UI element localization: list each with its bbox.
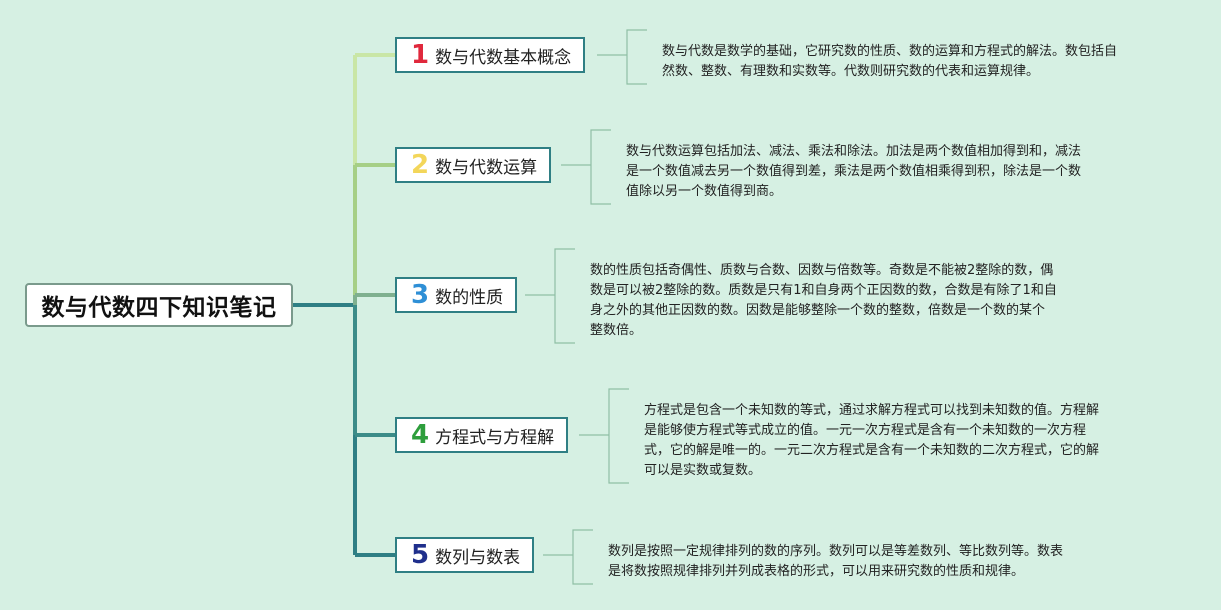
branch-label-3: 数的性质 bbox=[435, 287, 504, 308]
branch-number-3: 3 bbox=[411, 280, 430, 310]
branch-desc-4: 方程式是包含一个未知数的等式，通过求解方程式可以找到未知数的值。方程解 是能够使… bbox=[644, 401, 1099, 481]
branch-number-5: 5 bbox=[411, 540, 430, 570]
desc-line: 身之外的其他正因数的数。因数是能够整除一个数的整数，倍数是一个数的某个 bbox=[590, 303, 1046, 318]
branch-label-4: 方程式与方程解 bbox=[435, 427, 555, 448]
desc-line: 可以是实数或复数。 bbox=[644, 463, 762, 478]
desc-line: 是将数按照规律排列并列成表格的形式，可以用来研究数的性质和规律。 bbox=[608, 564, 1025, 579]
desc-line: 数的性质包括奇偶性、质数与合数、因数与倍数等。奇数是不能被2整除的数，偶 bbox=[590, 263, 1054, 278]
branch-desc-1: 数与代数是数学的基础，它研究数的性质、数的运算和方程式的解法。数包括自 然数、整… bbox=[662, 42, 1117, 82]
branch-label-1: 数与代数基本概念 bbox=[435, 47, 572, 68]
branch-number-2: 2 bbox=[411, 150, 430, 180]
branch-node-3[interactable]: 3 数的性质 bbox=[395, 277, 518, 313]
desc-line: 式，它的解是唯一的。一元二次方程式是含有一个未知数的二次方程式，它的解 bbox=[644, 443, 1100, 458]
desc-line: 整数倍。 bbox=[590, 323, 643, 338]
desc-bracket-5 bbox=[572, 529, 593, 585]
desc-line: 数与代数是数学的基础，它研究数的性质、数的运算和方程式的解法。数包括自 bbox=[662, 44, 1118, 59]
root-title: 数与代数四下知识笔记 bbox=[41, 295, 277, 321]
branch-desc-5: 数列是按照一定规律排列的数的序列。数列可以是等差数列、等比数列等。数表 是将数按… bbox=[608, 542, 1063, 582]
desc-line: 值除以另一个数值得到商。 bbox=[626, 184, 783, 199]
branch-node-4[interactable]: 4 方程式与方程解 bbox=[395, 417, 569, 453]
desc-bracket-2 bbox=[590, 129, 611, 205]
desc-bracket-1 bbox=[626, 29, 647, 85]
desc-line: 是能够使方程式等式成立的值。一元一次方程式是含有一个未知数的一次方程 bbox=[644, 423, 1087, 438]
desc-line: 数是可以被2整除的数。质数是只有1和自身两个正因数的数，合数是有除了1和自 bbox=[590, 283, 1057, 298]
branch-desc-3: 数的性质包括奇偶性、质数与合数、因数与倍数等。奇数是不能被2整除的数，偶 数是可… bbox=[590, 261, 1057, 341]
desc-line: 数与代数运算包括加法、减法、乘法和除法。加法是两个数值相加得到和，减法 bbox=[626, 144, 1082, 159]
root-node[interactable]: 数与代数四下知识笔记 bbox=[25, 283, 293, 327]
branch-node-1[interactable]: 1 数与代数基本概念 bbox=[395, 37, 586, 73]
branch-number-4: 4 bbox=[411, 420, 430, 450]
desc-line: 然数、整数、有理数和实数等。代数则研究数的代表和运算规律。 bbox=[662, 64, 1040, 79]
desc-line: 数列是按照一定规律排列的数的序列。数列可以是等差数列、等比数列等。数表 bbox=[608, 544, 1064, 559]
branch-number-1: 1 bbox=[411, 40, 430, 70]
branch-label-5: 数列与数表 bbox=[435, 547, 521, 568]
branch-desc-2: 数与代数运算包括加法、减法、乘法和除法。加法是两个数值相加得到和，减法 是一个数… bbox=[626, 142, 1081, 202]
desc-bracket-3 bbox=[554, 248, 575, 344]
branch-node-5[interactable]: 5 数列与数表 bbox=[395, 537, 535, 573]
branch-node-2[interactable]: 2 数与代数运算 bbox=[395, 147, 552, 183]
branch-label-2: 数与代数运算 bbox=[435, 157, 538, 178]
desc-line: 方程式是包含一个未知数的等式，通过求解方程式可以找到未知数的值。方程解 bbox=[644, 403, 1100, 418]
desc-line: 是一个数值减去另一个数值得到差，乘法是两个数值相乘得到积，除法是一个数 bbox=[626, 164, 1082, 179]
desc-bracket-4 bbox=[608, 388, 629, 484]
